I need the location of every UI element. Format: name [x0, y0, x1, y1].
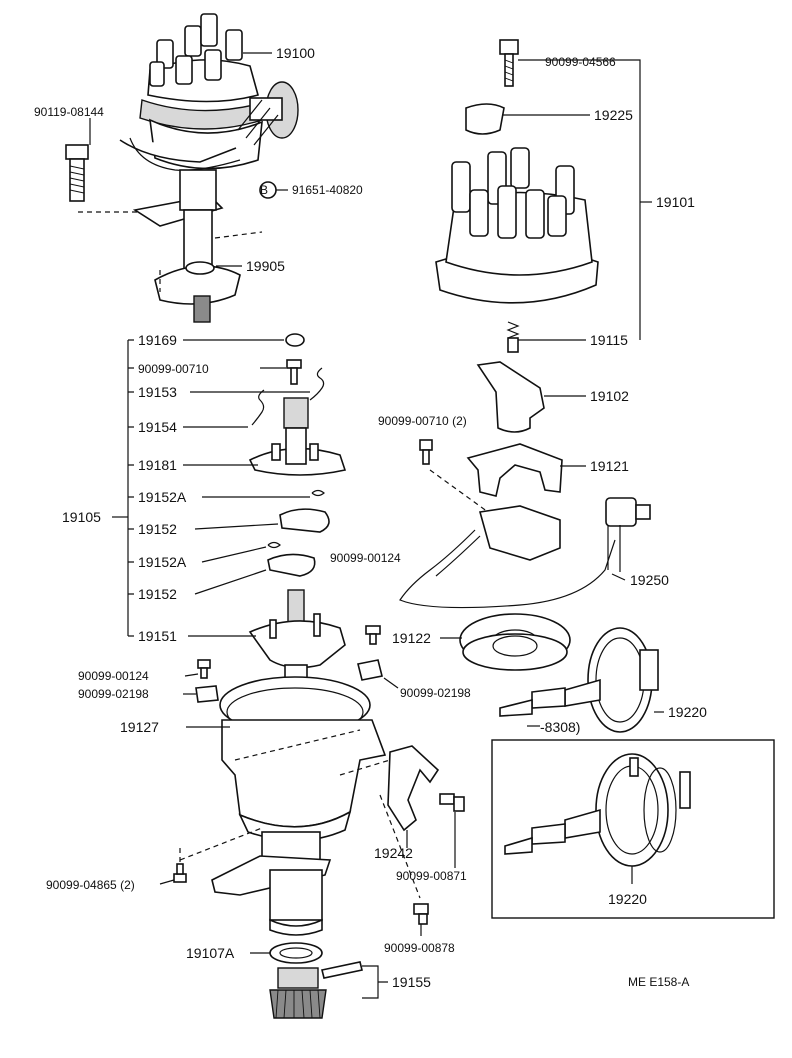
bolt-90119-08144 — [65, 144, 140, 213]
label-19127: 19127 — [120, 719, 159, 735]
label-19152A-2: 19152A — [138, 554, 187, 570]
inset-box — [491, 739, 775, 919]
label-90099-04566: 90099-04566 — [545, 55, 616, 69]
clip-90099-02198-a-drawing — [195, 685, 219, 703]
distributor-assembly-drawing — [119, 13, 299, 323]
label-19225: 19225 — [594, 107, 633, 123]
screw-90099-04566-drawing — [499, 39, 519, 87]
distributor-cap-19101-drawing — [435, 147, 599, 304]
screw-90099-00710-drawing — [286, 359, 302, 385]
screw-90099-00124-a-drawing — [197, 659, 211, 679]
vacuum-advance-19220-drawing — [499, 627, 659, 733]
screw-90099-04865-drawing — [173, 846, 187, 883]
label-19220-b: 19220 — [608, 891, 647, 907]
label-19181: 19181 — [138, 457, 177, 473]
washer-19107A-drawing — [269, 942, 323, 964]
spring-19153-drawing — [309, 367, 325, 401]
clip-19152A-drawing — [311, 489, 325, 497]
label-19153: 19153 — [138, 384, 177, 400]
screw-90099-00871-drawing — [439, 793, 465, 812]
screw-90099-00878-drawing — [413, 903, 429, 925]
label-19155: 19155 — [392, 974, 431, 990]
label-8308: -8308) — [540, 719, 580, 735]
circle-b-letter: B — [260, 183, 268, 197]
label-19152-1: 19152 — [138, 521, 177, 537]
pickup-19250-drawing — [399, 497, 651, 609]
label-19242: 19242 — [374, 845, 413, 861]
weight-19152-a-drawing — [279, 508, 330, 533]
plate-19121-drawing — [466, 443, 563, 497]
label-19100: 19100 — [276, 45, 315, 61]
bracket-19242-drawing — [339, 745, 440, 899]
clip-19152A-b-drawing — [267, 541, 281, 549]
label-90099-00871: 90099-00871 — [396, 869, 467, 883]
governor-19181-drawing — [248, 397, 347, 476]
label-19101: 19101 — [656, 194, 695, 210]
clip-90099-02198-b-drawing — [357, 659, 383, 681]
label-19154: 19154 — [138, 419, 177, 435]
drive-gear-drawing — [269, 967, 327, 1019]
label-90099-00710-a: 90099-00710 — [138, 362, 209, 376]
label-90099-00124-a: 90099-00124 — [78, 669, 149, 683]
label-19102: 19102 — [590, 388, 629, 404]
breaker-plate-19122-drawing — [459, 613, 571, 671]
weight-19152-b-drawing — [267, 553, 316, 577]
part-19225-drawing — [465, 103, 505, 135]
spring-19115-drawing — [506, 321, 520, 353]
part-19169-drawing — [285, 333, 305, 347]
label-90119-08144: 90119-08144 — [34, 105, 104, 119]
rotor-19102-drawing — [476, 361, 545, 433]
label-19152A-1: 19152A — [138, 489, 187, 505]
leader-lines — [89, 52, 664, 999]
label-90099-00878: 90099-00878 — [384, 941, 455, 955]
label-19122: 19122 — [392, 630, 431, 646]
label-90099-00710-2: 90099-00710 (2) — [378, 414, 467, 428]
label-19107A: 19107A — [186, 945, 235, 961]
label-91651-40820: 91651-40820 — [292, 183, 363, 197]
screw-90099-00710-2-drawing — [419, 439, 489, 513]
diagram-code: ME E158-A — [628, 975, 689, 989]
housing-drawing — [179, 676, 387, 936]
label-90099-02198-a: 90099-02198 — [78, 687, 149, 701]
pin-19155-drawing — [321, 961, 363, 979]
screw-90099-00124-b-drawing — [365, 625, 381, 645]
label-19121: 19121 — [590, 458, 629, 474]
label-19105: 19105 — [62, 509, 101, 525]
label-19250: 19250 — [630, 572, 669, 588]
label-19220-a: 19220 — [668, 704, 707, 720]
spring-19154-drawing — [251, 389, 265, 426]
label-90099-04865: 90099-04865 (2) — [46, 878, 135, 892]
label-19169: 19169 — [138, 332, 177, 348]
label-19151: 19151 — [138, 628, 177, 644]
label-19152-2: 19152 — [138, 586, 177, 602]
labels: 19100 90119-08144 B 91651-40820 19905 19… — [34, 45, 707, 990]
label-90099-00124-b: 90099-00124 — [330, 551, 401, 565]
label-90099-02198-b: 90099-02198 — [400, 686, 471, 700]
label-19115: 19115 — [590, 332, 628, 348]
label-19905: 19905 — [246, 258, 285, 274]
